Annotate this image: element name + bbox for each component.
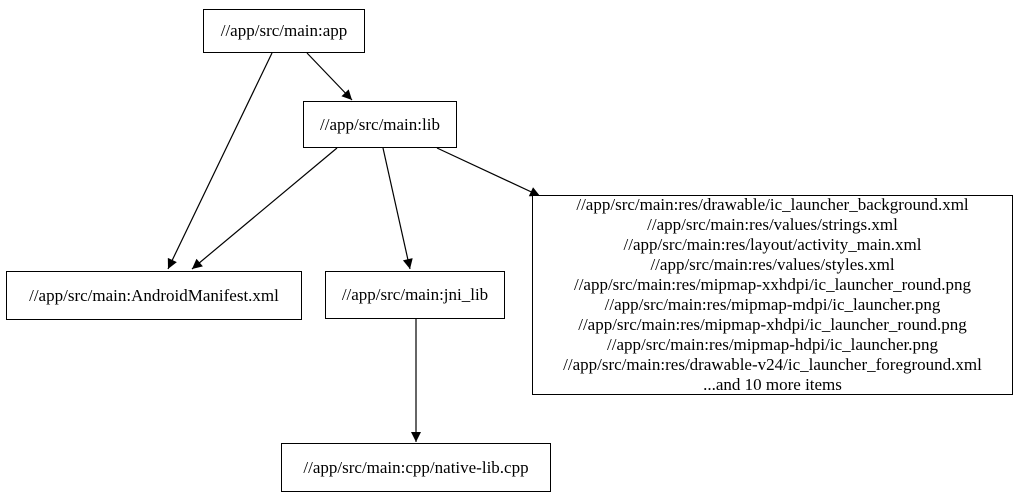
node-jni-lib: //app/src/main:jni_lib <box>325 271 505 319</box>
resource-item: //app/src/main:res/values/styles.xml <box>650 255 895 274</box>
node-lib: //app/src/main:lib <box>303 101 457 148</box>
edge-lib-to-manifest <box>191 147 338 270</box>
node-app-label: //app/src/main:app <box>220 21 348 40</box>
resource-item: //app/src/main:res/mipmap-hdpi/ic_launch… <box>607 335 938 354</box>
resource-item: //app/src/main:res/mipmap-xhdpi/ic_launc… <box>578 315 967 334</box>
resource-item-more: ...and 10 more items <box>703 375 842 394</box>
resource-item: //app/src/main:res/layout/activity_main.… <box>623 235 922 254</box>
resource-item: //app/src/main:res/drawable-v24/ic_launc… <box>563 355 982 374</box>
node-native-lib-cpp-label: //app/src/main:cpp/native-lib.cpp <box>303 457 529 477</box>
node-native-lib-cpp: //app/src/main:cpp/native-lib.cpp <box>281 443 551 492</box>
node-resources-file-group: //app/src/main:res/drawable/ic_launcher_… <box>532 195 1013 395</box>
resource-item: //app/src/main:res/drawable/ic_launcher_… <box>576 195 969 214</box>
resource-item: //app/src/main:res/values/strings.xml <box>647 215 898 234</box>
node-android-manifest: //app/src/main:AndroidManifest.xml <box>6 271 302 320</box>
node-jni-lib-label: //app/src/main:jni_lib <box>341 285 489 304</box>
resource-item: //app/src/main:res/mipmap-mdpi/ic_launch… <box>604 295 941 314</box>
edge-app-to-manifest <box>167 52 273 270</box>
node-lib-label: //app/src/main:lib <box>320 114 440 134</box>
edge-lib-to-resources <box>436 147 541 197</box>
node-android-manifest-label: //app/src/main:AndroidManifest.xml <box>29 285 279 305</box>
edge-lib-to-jni-lib <box>382 147 413 270</box>
edge-app-to-lib <box>306 52 353 101</box>
node-app: //app/src/main:app <box>203 9 365 53</box>
resource-item: //app/src/main:res/mipmap-xxhdpi/ic_laun… <box>573 275 972 294</box>
